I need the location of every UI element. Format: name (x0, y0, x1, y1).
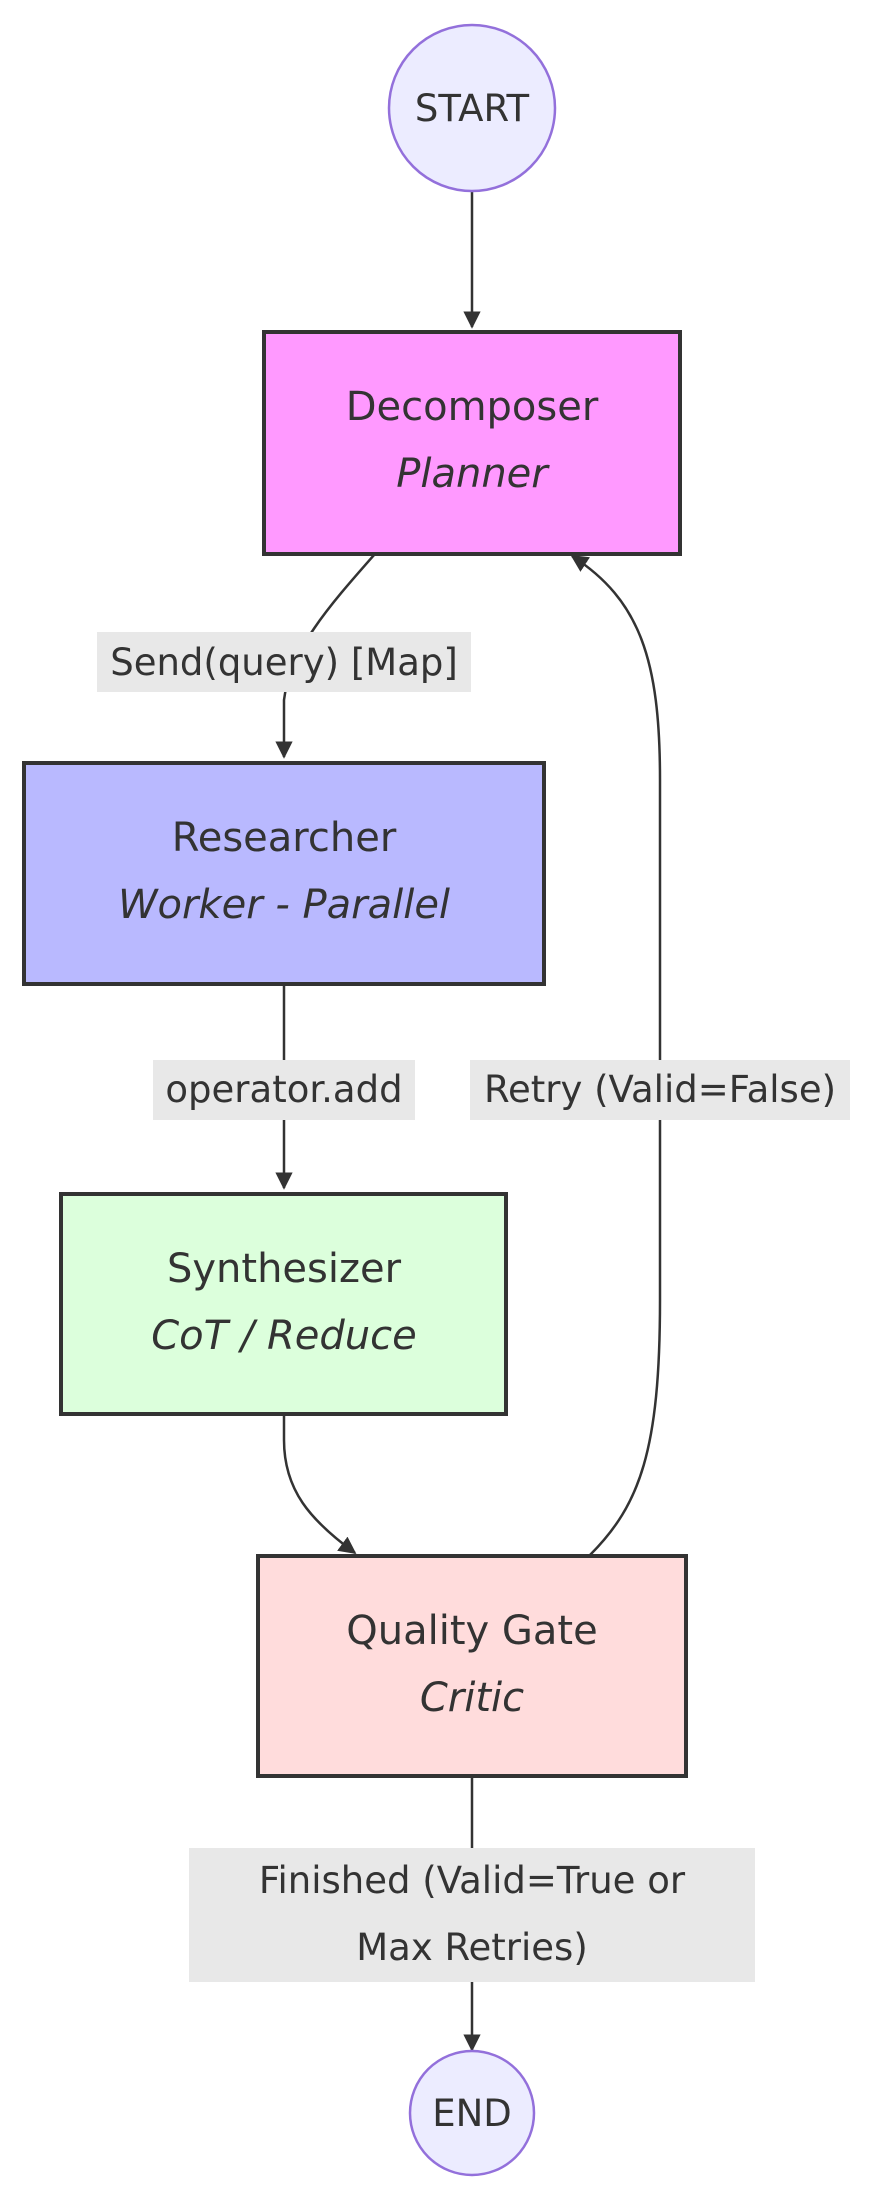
edge-label-finished-line2: Max Retries) (356, 1926, 588, 1969)
synthesizer-node-title: Synthesizer (167, 1246, 402, 1292)
end-node: END (408, 2049, 536, 2177)
decomposer-node-subtitle: Planner (396, 451, 550, 497)
decomposer-node-title: Decomposer (346, 384, 599, 430)
quality-gate-node: Quality Gate Critic (256, 1554, 688, 1778)
researcher-node-subtitle: Worker - Parallel (118, 882, 450, 928)
start-node-shape (387, 23, 557, 193)
decomposer-node: Decomposer Planner (262, 330, 682, 556)
start-node-label: START (415, 87, 530, 130)
edge-label-operator-add: operator.add (153, 1060, 415, 1120)
quality-gate-node-title: Quality Gate (346, 1608, 597, 1654)
edge-label-finished: Finished (Valid=True or Max Retries) (189, 1848, 755, 1982)
edge-synthesizer-to-quality-gate (282, 1415, 357, 1555)
end-node-shape (408, 2049, 536, 2177)
synthesizer-node-subtitle: CoT / Reduce (151, 1313, 417, 1359)
researcher-node-shape (22, 761, 546, 986)
edge-label-retry: Retry (Valid=False) (470, 1060, 850, 1120)
edge-label-retry-text: Retry (Valid=False) (484, 1068, 836, 1111)
researcher-node: Researcher Worker - Parallel (22, 761, 546, 986)
edge-label-send-query: Send(query) [Map] (97, 632, 471, 692)
edge-label-operator-add-text: operator.add (165, 1068, 402, 1111)
quality-gate-node-shape (256, 1554, 688, 1778)
researcher-node-title: Researcher (172, 815, 397, 861)
quality-gate-node-subtitle: Critic (420, 1675, 524, 1721)
edge-label-finished-line1: Finished (Valid=True or (259, 1859, 686, 1902)
decomposer-node-shape (262, 330, 682, 556)
start-node: START (387, 23, 557, 193)
synthesizer-node: Synthesizer CoT / Reduce (59, 1192, 508, 1416)
edge-quality-gate-to-decomposer (570, 554, 662, 1556)
edge-label-send-query-text: Send(query) [Map] (110, 641, 458, 684)
end-node-label: END (432, 2092, 512, 2135)
synthesizer-node-shape (59, 1192, 508, 1416)
